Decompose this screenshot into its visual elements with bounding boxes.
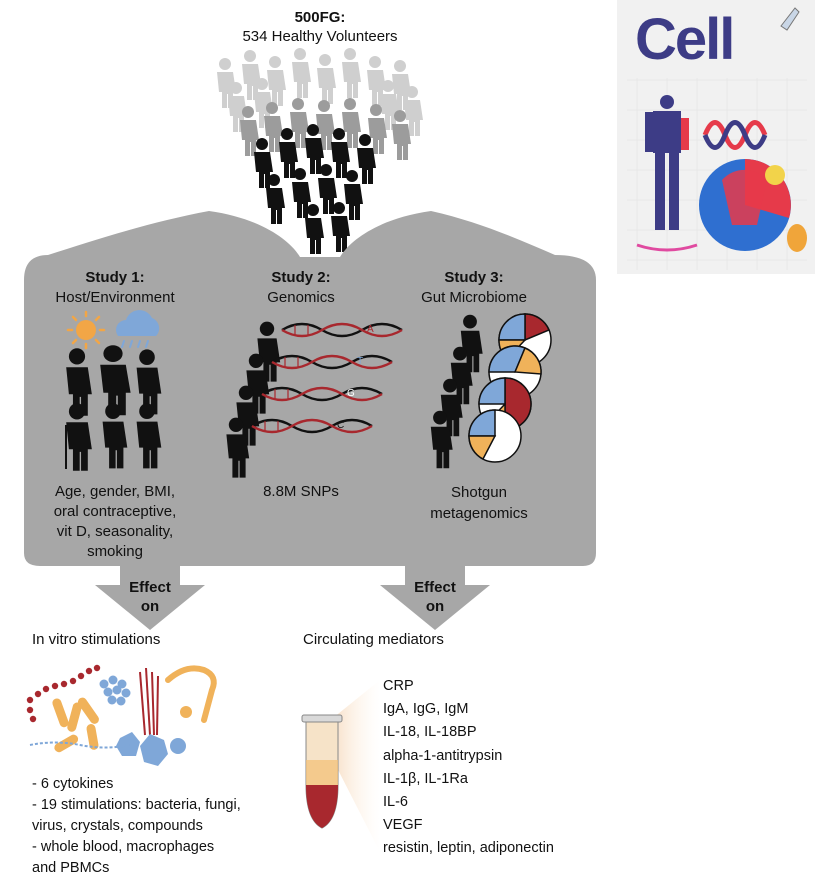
circulating-list: CRP IgA, IgG, IgM IL-18, IL-18BP alpha-1… bbox=[383, 675, 603, 861]
arrow-right-label-1: Effect bbox=[414, 579, 456, 596]
list-item: IL-1β, IL-1Ra bbox=[383, 770, 468, 787]
cover-artwork bbox=[627, 7, 807, 270]
list-item: IL-6 bbox=[383, 794, 408, 811]
sun-icon bbox=[66, 310, 106, 350]
list-item: resistin, leptin, adiponectin bbox=[383, 840, 554, 857]
study-panel bbox=[24, 211, 596, 566]
study-2-topic: Genomics bbox=[267, 289, 335, 306]
study-3-heading: Study 3: bbox=[444, 269, 504, 286]
list-item: IL-18, IL-18BP bbox=[383, 724, 477, 741]
stimulation-illustration bbox=[26, 664, 217, 766]
rain-cloud-icon bbox=[115, 310, 160, 348]
list-item: CRP bbox=[383, 678, 414, 694]
list-item: - whole blood, macrophages bbox=[32, 839, 215, 855]
list-item: alpha-1-antitrypsin bbox=[383, 747, 503, 764]
arrow-right-label-2: on bbox=[425, 598, 445, 615]
dna-letter-t: T bbox=[357, 356, 364, 367]
factor-line: smoking bbox=[87, 543, 143, 560]
list-item: and PBMCs bbox=[32, 860, 110, 876]
study-3-topic: Gut Microbiome bbox=[421, 289, 527, 306]
arrow-left bbox=[95, 566, 205, 630]
list-item: VEGF bbox=[383, 817, 423, 834]
study-1-heading: Study 1: bbox=[85, 269, 145, 286]
journal-cover-image: Cell bbox=[617, 0, 815, 274]
study-3-factors: Shotgun metagenomics bbox=[404, 482, 554, 524]
arrow-left-label-2: on bbox=[140, 598, 160, 615]
study-2-factors: 8.8M SNPs bbox=[263, 483, 339, 500]
study-2-heading: Study 2: bbox=[271, 269, 331, 286]
list-item: - 19 stimulations: bacteria, fungi, bbox=[32, 797, 241, 813]
diagram-title: 500FG: bbox=[294, 9, 346, 26]
factor-line: Shotgun bbox=[451, 484, 507, 501]
circulating-title: Circulating mediators bbox=[303, 631, 444, 648]
people-group-icon bbox=[65, 345, 162, 471]
factor-line: metagenomics bbox=[430, 505, 528, 522]
dna-letter-g: G bbox=[347, 388, 355, 399]
list-item: - 6 cytokines bbox=[32, 776, 114, 792]
diagram-subtitle: 534 Healthy Volunteers bbox=[242, 28, 398, 45]
in-vitro-title: In vitro stimulations bbox=[32, 631, 161, 648]
arrow-left-label-1: Effect bbox=[129, 579, 171, 596]
list-item: IgA, IgG, IgM bbox=[383, 701, 469, 718]
factor-line: vit D, seasonality, bbox=[56, 523, 174, 540]
factor-line: oral contraceptive, bbox=[53, 503, 177, 520]
study-1-topic: Host/Environment bbox=[55, 289, 175, 306]
dna-letter-a: A bbox=[367, 324, 374, 335]
microbiome-icon bbox=[430, 313, 552, 469]
blood-tube-illustration bbox=[301, 680, 380, 852]
factor-line: Age, gender, BMI, bbox=[54, 483, 176, 500]
dna-letter-c: C bbox=[337, 420, 345, 431]
arrow-right bbox=[380, 566, 490, 630]
genomics-icon bbox=[226, 321, 403, 478]
list-item: virus, crystals, compounds bbox=[32, 818, 203, 834]
study-1-factors: Age, gender, BMI, oral contraceptive, vi… bbox=[20, 482, 210, 562]
cover-title: Cell bbox=[635, 7, 735, 72]
in-vitro-list: - 6 cytokines - 19 stimulations: bacteri… bbox=[32, 774, 282, 879]
